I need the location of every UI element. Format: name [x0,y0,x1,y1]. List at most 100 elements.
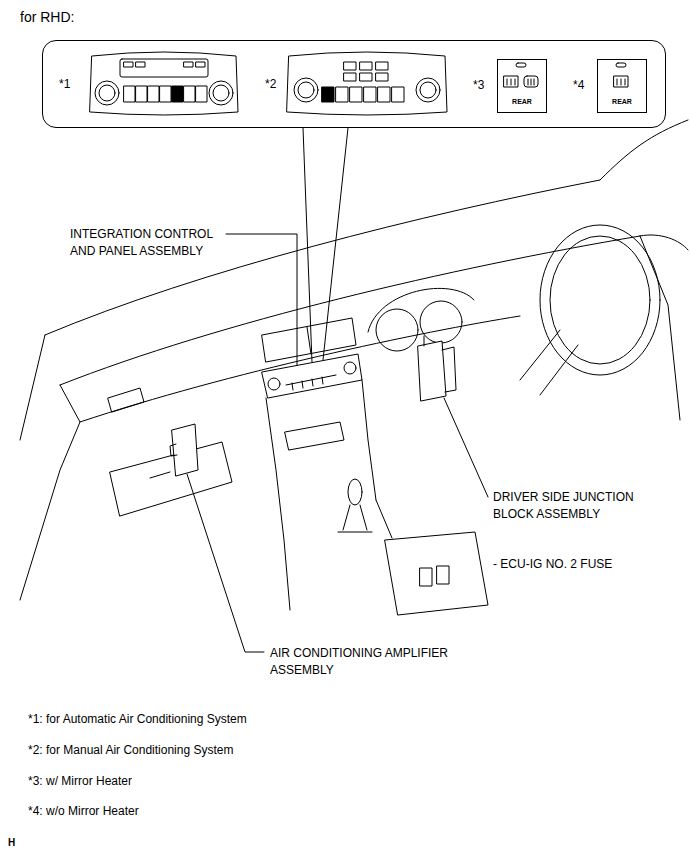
center-vent [262,318,356,362]
control-panel-outline [90,52,238,115]
button [184,86,195,102]
small-button [376,62,388,70]
note: *2: for Manual Air Conditioning System [28,742,233,759]
button [322,87,334,102]
center-vent [307,327,311,354]
indicator-led [616,63,626,67]
knob [95,81,119,105]
knob [416,78,440,102]
button [136,86,147,102]
note: *4: w/o Mirror Heater [28,803,139,820]
leader-line [187,474,264,652]
steering-column [520,330,578,395]
a-pillar [600,120,688,180]
glove-box [110,442,232,516]
switch-box: *4REAR [597,59,647,113]
button [196,86,207,102]
note: *3: w/ Mirror Heater [28,773,132,790]
switch-label: REAR [598,97,646,106]
console [376,500,392,538]
note: *1: for Automatic Air Conditioning Syste… [28,711,247,728]
small-button [124,62,133,67]
junction-bracket [424,336,456,392]
heading: for RHD: [20,9,74,26]
part-name: AIR CONDITIONING AMPLIFIER ASSEMBLY [270,645,475,679]
part-name: INTEGRATION CONTROL AND PANEL ASSEMBLY [70,226,238,260]
a-pillar [20,335,45,440]
integration-panel [262,354,362,398]
callout-panel: *1*2*3REAR*4REAR [42,40,666,128]
figure-code: H [8,834,15,851]
mirror-heater-icon [524,76,538,87]
button [364,87,376,102]
center-stack [266,398,290,610]
knob [298,82,314,98]
door-line [640,236,680,420]
button [172,86,183,102]
windshield-base [45,180,600,335]
button [336,87,348,102]
amplifier-connector [170,444,177,456]
knob [268,378,280,390]
small-button [344,62,356,70]
callout-pointer [323,128,348,360]
rear-vent [420,568,432,586]
leader-line [444,398,488,497]
steering-wheel [540,225,660,375]
switch-label: REAR [498,97,546,106]
small-button [184,62,193,67]
switch-label: *2 [265,76,276,92]
button-row [286,375,336,390]
amplifier [172,424,198,476]
door-line [640,235,688,250]
callout-number: *4 [573,77,584,93]
dashboard-face [80,316,520,422]
control-panel-outline [287,52,447,115]
knob [209,81,233,105]
button [160,86,171,102]
steering-wheel [550,236,650,364]
glove-box-handle [150,472,170,478]
small-button [344,73,356,81]
armrest [385,532,488,615]
defogger-icon [617,79,625,85]
button [148,86,159,102]
fuse-name: - ECU-IG NO. 2 FUSE [493,556,612,573]
button [378,87,390,102]
lower-panel [285,422,344,450]
center-stack [362,380,376,500]
switch-box: *3REAR [497,59,547,113]
callout-number: *3 [473,77,484,93]
small-button [360,73,372,81]
defogger-icon [504,76,518,87]
door-line [20,385,80,600]
callout-number: *1 [59,76,70,92]
mirror-heater-icon [528,79,534,85]
indicator-led [516,63,526,67]
button [392,87,404,102]
small-button [360,62,372,70]
knob [344,362,356,374]
small-button [136,62,145,67]
button [124,86,135,102]
knob [420,82,436,98]
shift-boot [338,505,372,532]
knob [294,78,318,102]
button [350,87,362,102]
knob [99,85,115,101]
rear-vent [437,566,449,584]
leader-line [226,234,297,365]
part-name: DRIVER SIDE JUNCTION BLOCK ASSEMBLY [493,489,658,523]
knob [213,85,229,101]
gauge [376,309,418,351]
side-vent [108,388,144,412]
defogger-icon [507,79,515,85]
display-strip [120,59,208,77]
gauge [420,301,462,343]
shift-knob [348,479,362,505]
defogger-icon [614,76,628,87]
small-button [196,62,205,67]
small-button [376,73,388,81]
